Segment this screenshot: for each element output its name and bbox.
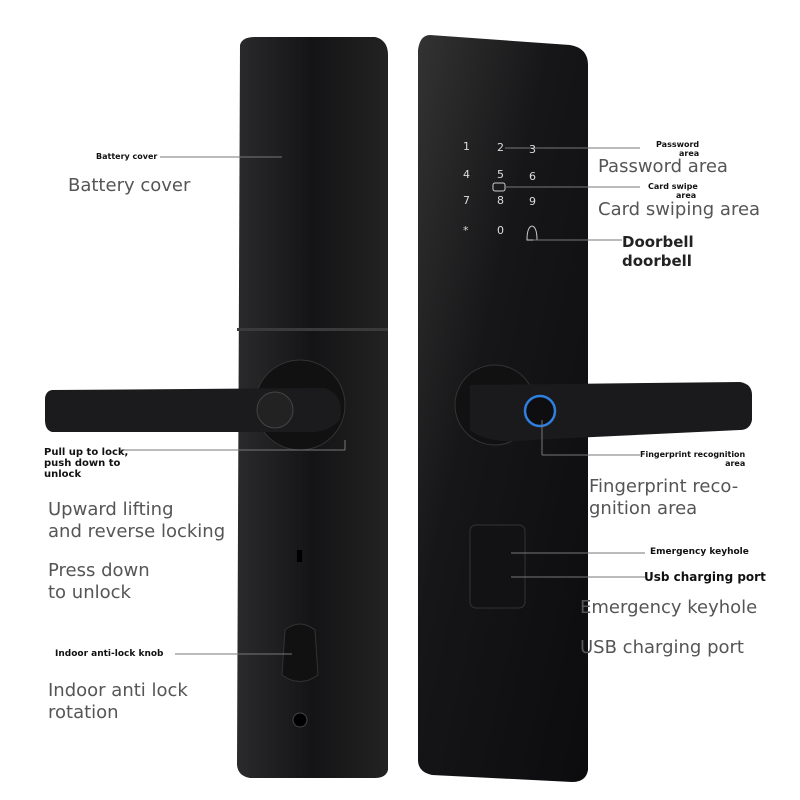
knob-small-label: Indoor anti-lock knob	[55, 649, 164, 659]
knob-line: Indoor anti lock	[48, 680, 188, 701]
key-0: 0	[497, 224, 504, 237]
password-small-line: area	[679, 149, 700, 158]
key-7: 7	[463, 194, 470, 207]
emergency-cover	[469, 524, 526, 609]
fingerprint-sensor	[523, 394, 557, 428]
lifting-line: and reverse locking	[48, 521, 226, 542]
emergency-label: Emergency keyhole	[580, 597, 758, 618]
card-small-line: Card swipe	[648, 182, 698, 191]
left-handle-hub	[256, 391, 294, 429]
password-label: Password area	[598, 156, 728, 177]
doorbell-line: Doorbell	[622, 233, 694, 251]
usb-label: USB charging port	[580, 637, 744, 658]
right-lock	[418, 35, 752, 782]
anti-lock-knob	[281, 623, 319, 682]
battery-cover-seam	[237, 328, 388, 331]
usb-small-label: Usb charging port	[644, 570, 766, 584]
battery-cover-label: Battery cover	[68, 175, 191, 196]
handle-small-line: Pull up to lock,	[44, 447, 129, 458]
left-handle	[45, 388, 341, 432]
leader-lines	[120, 147, 645, 655]
key-star: *	[463, 224, 469, 237]
slot	[297, 550, 302, 562]
battery-cover-small-label: Battery cover	[96, 152, 158, 161]
fingerprint-small-line: area	[725, 459, 746, 468]
key-3: 3	[529, 143, 536, 156]
bell-icon	[526, 225, 538, 241]
right-handle	[470, 382, 752, 442]
handle-small-line: push down to	[44, 458, 121, 469]
card-label: Card swiping area	[598, 199, 761, 220]
key-4: 4	[463, 168, 470, 181]
fingerprint-line: Fingerprint reco-	[589, 476, 739, 497]
knob-line: rotation	[48, 702, 119, 723]
fingerprint-small-line: Fingerprint recognition	[640, 450, 746, 459]
left-lock	[45, 37, 388, 778]
key-6: 6	[529, 170, 536, 183]
screw-hole	[292, 712, 308, 728]
password-small-line: Password	[656, 140, 700, 149]
handle-small-line: unlock	[44, 469, 82, 480]
key-2: 2	[497, 141, 504, 154]
key-9: 9	[529, 195, 536, 208]
press-line: Press down	[48, 560, 150, 581]
doorbell-line: doorbell	[622, 252, 692, 270]
press-line: to unlock	[48, 582, 131, 603]
emergency-small-label: Emergency keyhole	[650, 547, 749, 557]
card-small-line: area	[676, 191, 697, 200]
fingerprint-label: Fingerprint reco-gnition area	[589, 476, 738, 520]
lifting-line: Upward lifting	[48, 499, 174, 520]
key-8: 8	[497, 194, 504, 207]
fingerprint-line: gnition area	[589, 498, 698, 519]
key-1: 1	[463, 140, 470, 153]
key-5: 5	[497, 168, 504, 181]
